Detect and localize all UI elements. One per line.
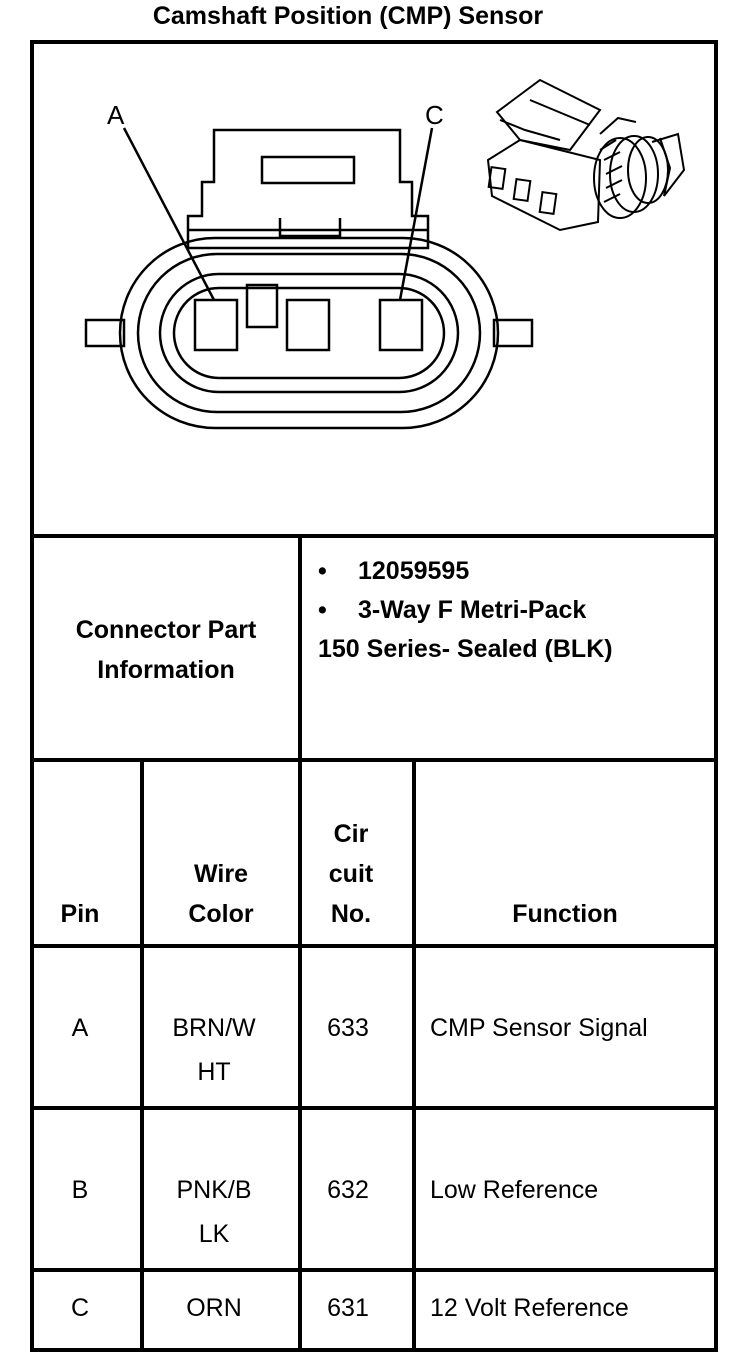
pin-b-cavity	[285, 298, 331, 352]
row-c-pin: C	[70, 1294, 90, 1322]
bullet-icon: •	[318, 557, 327, 585]
connector-series: 150 Series- Sealed (BLK)	[318, 635, 613, 663]
pin-c-cavity	[378, 298, 424, 352]
header-circuit-line1: Cir	[333, 820, 369, 848]
row-divider-b	[30, 1268, 718, 1272]
frame-bottom	[30, 1348, 718, 1352]
key-tab	[245, 283, 279, 329]
divider-info-label	[298, 534, 302, 760]
connector-info-label-line2: Information	[97, 656, 235, 684]
header-wire-color-line1: Wire	[194, 860, 248, 888]
header-circuit-no: Cir cuit No.	[302, 814, 400, 934]
leader-line-a	[122, 127, 216, 301]
row-a-wire-color: BRN/W HT	[172, 1014, 256, 1086]
header-wire-color-line2: Color	[188, 900, 254, 928]
header-circuit-line3: No.	[330, 900, 372, 928]
row-b-pin: B	[71, 1176, 89, 1204]
connector-type: •3-Way F Metri-Pack	[318, 591, 708, 630]
pin-a-cavity	[193, 298, 239, 352]
connector-3d-illustration	[486, 78, 686, 232]
connector-info-label-line1: Connector Part	[75, 616, 257, 644]
column-divider-2	[298, 758, 302, 1352]
row-a-function: CMP Sensor Signal	[430, 1014, 648, 1042]
frame-left	[30, 40, 34, 1352]
row-b-function: Low Reference	[430, 1176, 599, 1204]
connector-info-details: •12059595 •3-Way F Metri-Pack 150 Series…	[318, 552, 708, 669]
column-divider-1	[140, 758, 144, 1352]
header-function: Function	[512, 900, 618, 928]
side-tab-right	[492, 318, 534, 348]
row-b-wire-color: PNK/B LK	[176, 1176, 252, 1248]
connector-body-outer	[118, 236, 500, 430]
header-wire-color: Wire Color	[144, 854, 298, 934]
frame-right	[714, 40, 718, 1352]
pin-label-c: C	[425, 100, 444, 130]
frame-top	[30, 40, 718, 44]
row-divider-a	[30, 1106, 718, 1110]
row-c-wire-color: ORN	[186, 1294, 242, 1322]
connector-diagram: A C	[84, 78, 686, 430]
bullet-icon: •	[318, 596, 327, 624]
row-a-pin: A	[71, 1014, 89, 1042]
divider-diagram-info	[30, 534, 718, 538]
connector-info-label: Connector Part Information	[34, 610, 298, 690]
row-b-circuit: 632	[327, 1176, 369, 1204]
header-circuit-line2: cuit	[328, 860, 374, 888]
leader-line-c	[398, 127, 434, 301]
row-a-circuit: 633	[327, 1014, 369, 1042]
latch-tab	[278, 218, 342, 238]
header-pin: Pin	[60, 900, 100, 928]
side-tab-left	[84, 318, 126, 348]
latch-window	[260, 155, 356, 185]
pin-label-a: A	[107, 100, 125, 130]
connector-latch-housing	[186, 128, 430, 250]
row-divider-header	[30, 944, 718, 948]
column-divider-3	[412, 758, 416, 1352]
connector-part-number: •12059595	[318, 552, 708, 591]
row-c-circuit: 631	[327, 1294, 369, 1322]
page-title: Camshaft Position (CMP) Sensor	[152, 2, 544, 30]
row-c-function: 12 Volt Reference	[430, 1294, 629, 1322]
divider-info-table	[30, 758, 718, 762]
